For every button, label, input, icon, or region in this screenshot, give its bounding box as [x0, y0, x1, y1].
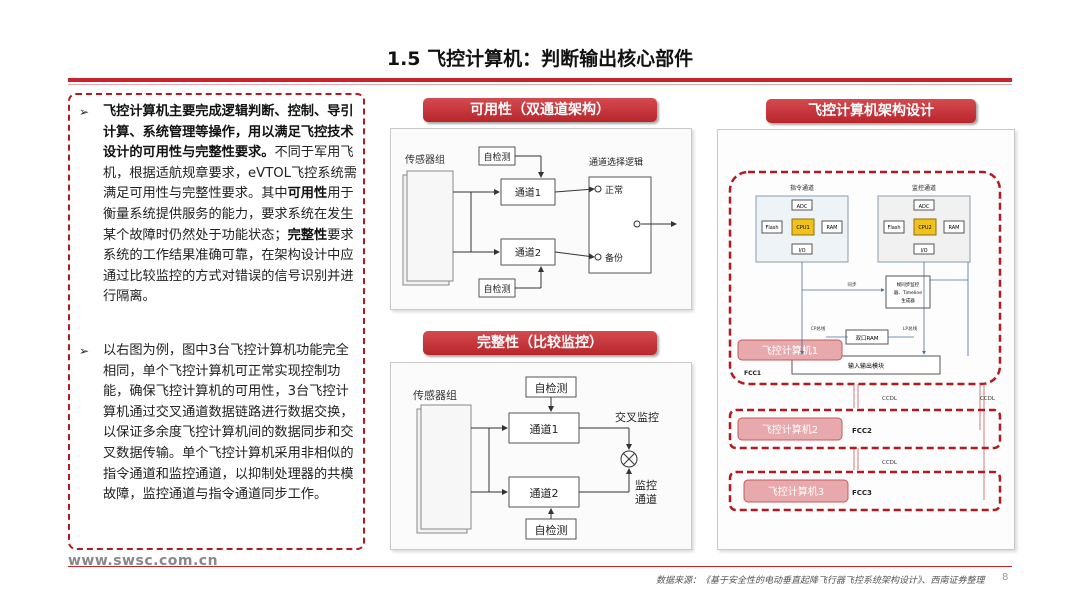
- mon-ram-label: RAM: [948, 225, 959, 231]
- sync-label: 同步: [848, 282, 857, 288]
- integrity-sensor-block-2: [420, 404, 472, 530]
- source-note: 数据来源：《基于安全性的电动垂直起降飞行器飞控系统架构设计》、西南证券整理: [656, 576, 985, 586]
- integrity-cross-monitor-label: 交叉监控: [615, 410, 659, 424]
- timeline-label-2: 器、Timeline: [894, 290, 922, 296]
- mon-io: [913, 243, 935, 255]
- availability-sensor-label: 传感器组: [405, 153, 445, 166]
- ccdl-label-2: CCDL: [980, 396, 996, 402]
- availability-banner: 可用性（双通道架构）: [423, 98, 657, 122]
- timeline-block: [885, 275, 931, 309]
- availability-logic-box: [588, 176, 652, 274]
- availability-backup-label: 备份: [605, 252, 623, 264]
- cmd-channel-label: 指令通道: [790, 184, 814, 192]
- integrity-monitor-label-2: 通道: [635, 492, 657, 506]
- availability-diagram: 传感器组 自检测 通道1 通道2 自检测 通道选择逻辑 正常 备份: [390, 128, 692, 310]
- ccdl-label-1: CCDL: [882, 396, 898, 402]
- integrity-banner: 完整性（比较监控）: [423, 331, 657, 355]
- timeline-label-3: 生成器: [901, 297, 915, 304]
- availability-channel1-label: 通道1: [515, 186, 541, 199]
- paragraph-1-integrity: 完整性: [287, 227, 328, 243]
- integrity-channel2-label: 通道2: [530, 486, 559, 500]
- fcc1-pill-label: 飞控计算机1: [762, 344, 818, 357]
- cpu2-label: CPU2: [918, 225, 931, 231]
- integrity-selftest-bottom-label: 自检测: [535, 523, 568, 537]
- bullet-arrow-icon: ➢: [79, 344, 90, 358]
- cmd-adc-label: ADC: [797, 204, 808, 210]
- title-divider-thin: [68, 84, 1012, 85]
- integrity-diagram: 传感器组 自检测 通道1 通道2 自检测 交叉监控 监控 通道: [390, 362, 692, 550]
- output-node-icon: [633, 220, 641, 228]
- availability-logic-label: 通道选择逻辑: [589, 156, 643, 168]
- paragraph-1-text-d: 要求系统的工作结果准确可靠，在架构设计中应通过比较监控的方式对错误的信号识别并进…: [103, 227, 354, 305]
- fcc2-pill: [737, 417, 843, 441]
- page-number: 8: [1002, 572, 1009, 583]
- mon-flash-label: Flash: [887, 225, 900, 231]
- bullet-arrow-icon: ➢: [79, 105, 90, 119]
- architecture-diagram: 指令通道 ADC Flash CPU1 RAM I/O 监控通道 ADC Fla…: [717, 129, 1015, 550]
- cpu1-chip: [791, 218, 815, 236]
- fcc1-outline: [728, 170, 1002, 386]
- io-module-label: 输入输出模块: [848, 362, 884, 370]
- mon-adc: [913, 199, 935, 211]
- fcc2-id: FCC2: [852, 427, 872, 435]
- dual-ram-label: 双口RAM: [855, 335, 878, 342]
- paragraph-1-bold: 飞控计算机主要完成逻辑判断、控制、导引计算、系统管理等操作，用以满足飞控技术设计…: [103, 104, 354, 161]
- cmd-io: [791, 243, 813, 255]
- paragraph-1-availability: 可用性: [287, 186, 328, 202]
- footer-divider: [68, 566, 1012, 567]
- page-title: 1.5 飞控计算机：判断输出核心部件: [386, 48, 694, 70]
- mon-channel-label: 监控通道: [912, 184, 936, 192]
- availability-normal-label: 正常: [605, 184, 623, 196]
- website-url[interactable]: www.swsc.com.cn: [68, 553, 219, 569]
- title-divider: [68, 78, 1012, 82]
- paragraph-2: ➢ 以右图为例，图中3台飞控计算机功能完全相同，单个飞控计算机可正常实现控制功能…: [79, 341, 359, 506]
- mon-io-label: I/O: [920, 248, 927, 254]
- fcc1-pill: [737, 339, 843, 361]
- normal-node-icon: [594, 185, 602, 193]
- cp-bus-label: CP总线: [811, 325, 826, 332]
- lp-bus-label: LP总线: [903, 325, 918, 332]
- fcc3-outline: [728, 470, 1002, 512]
- integrity-channel1: [508, 412, 580, 444]
- text-panel: ➢ 飞控计算机主要完成逻辑判断、控制、导引计算、系统管理等操作，用以满足飞控技术…: [68, 93, 365, 550]
- paragraph-1-text-a: 不同于军用飞机，根据适航规章要求，eVTOL飞控系统需满足可用性与完整性要求。其…: [103, 145, 357, 202]
- availability-channel2: [500, 238, 556, 266]
- fcc2-outline: [728, 408, 1002, 450]
- cpu2-chip: [913, 218, 937, 236]
- mon-adc-label: ADC: [919, 204, 930, 210]
- availability-selftest-top-label: 自检测: [483, 151, 510, 163]
- cmd-ram: [821, 220, 843, 234]
- cmd-io-label: I/O: [798, 248, 805, 254]
- mon-flash: [883, 220, 905, 234]
- mon-ram: [943, 220, 965, 234]
- integrity-channel1-label: 通道1: [530, 422, 559, 436]
- paragraph-1-text-c: 用于衡量系统提供服务的能力，要求系统在发生某个故障时仍然处于功能状态；: [103, 186, 354, 243]
- availability-selftest-bottom-label: 自检测: [483, 283, 510, 295]
- cmd-flash: [761, 220, 783, 234]
- cmd-adc: [791, 199, 813, 211]
- cmd-ram-label: RAM: [826, 225, 837, 231]
- fcc1-id: FCC1: [744, 370, 761, 377]
- fcc3-pill-label: 飞控计算机3: [768, 485, 824, 498]
- paragraph-2-text: 以右图为例，图中3台飞控计算机功能完全相同，单个飞控计算机可正常实现控制功能，确…: [103, 343, 354, 503]
- availability-channel2-label: 通道2: [515, 246, 541, 259]
- cmd-flash-label: Flash: [765, 225, 778, 231]
- integrity-sensor-label: 传感器组: [413, 388, 457, 402]
- fcc2-pill-label: 飞控计算机2: [762, 423, 818, 436]
- integrity-selftest-top-label: 自检测: [535, 381, 568, 395]
- cpu1-label: CPU1: [796, 225, 809, 231]
- fcc3-pill: [743, 479, 849, 503]
- architecture-banner: 飞控计算机架构设计: [766, 99, 976, 123]
- availability-sensor-block-2: [406, 170, 454, 282]
- ccdl-label-3: CCDL: [882, 460, 898, 466]
- integrity-monitor-label-1: 监控: [635, 478, 657, 492]
- fcc3-id: FCC3: [852, 489, 872, 497]
- backup-node-icon: [594, 253, 602, 261]
- timeline-label-1: 帧同步监控: [897, 281, 920, 288]
- paragraph-1: ➢ 飞控计算机主要完成逻辑判断、控制、导引计算、系统管理等操作，用以满足飞控技术…: [79, 102, 359, 308]
